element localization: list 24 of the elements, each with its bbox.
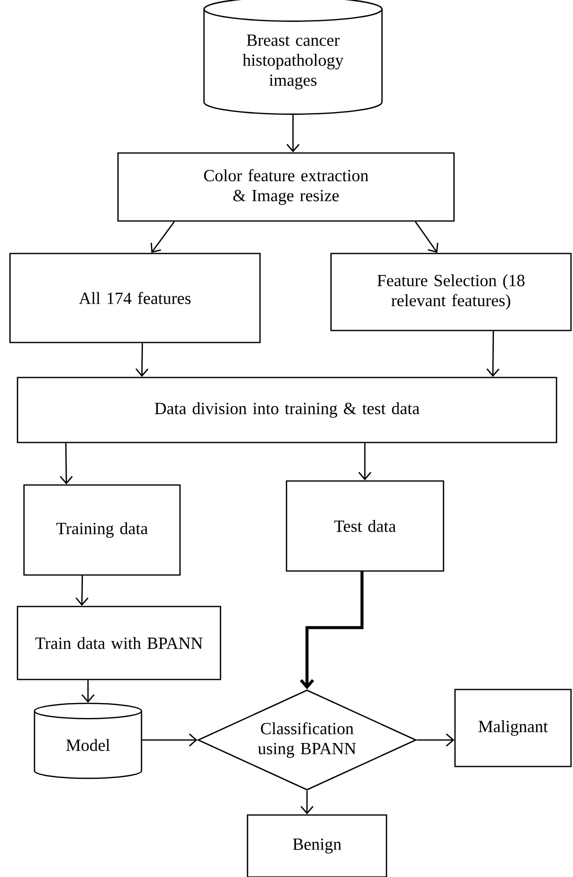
arrow bbox=[414, 221, 438, 253]
arrow bbox=[416, 734, 454, 746]
process-box: Test data bbox=[286, 480, 444, 572]
arrow bbox=[150, 221, 175, 253]
arrow bbox=[75, 576, 88, 606]
arrow bbox=[60, 443, 73, 484]
process-box: Training data bbox=[23, 484, 181, 576]
process-box: Color feature extraction & Image resize bbox=[117, 152, 455, 222]
process-box: Feature Selection (18 relevant features) bbox=[330, 252, 572, 332]
arrow bbox=[82, 680, 94, 703]
arrow bbox=[300, 790, 314, 814]
arrow bbox=[300, 572, 364, 690]
arrow bbox=[486, 331, 500, 377]
arrow bbox=[358, 443, 372, 480]
database-cylinder: Breast cancer histopathology images bbox=[203, 0, 383, 115]
output-box: Benign bbox=[246, 814, 388, 877]
process-box: All 174 features bbox=[9, 252, 261, 344]
arrow bbox=[135, 343, 148, 377]
process-box: Train data with BPANN bbox=[16, 606, 222, 680]
output-box: Malignant bbox=[454, 688, 572, 768]
process-box: Data division into training & test data bbox=[16, 376, 558, 444]
database-cylinder: Model bbox=[34, 702, 142, 779]
arrow bbox=[286, 114, 300, 152]
arrow bbox=[142, 734, 198, 746]
